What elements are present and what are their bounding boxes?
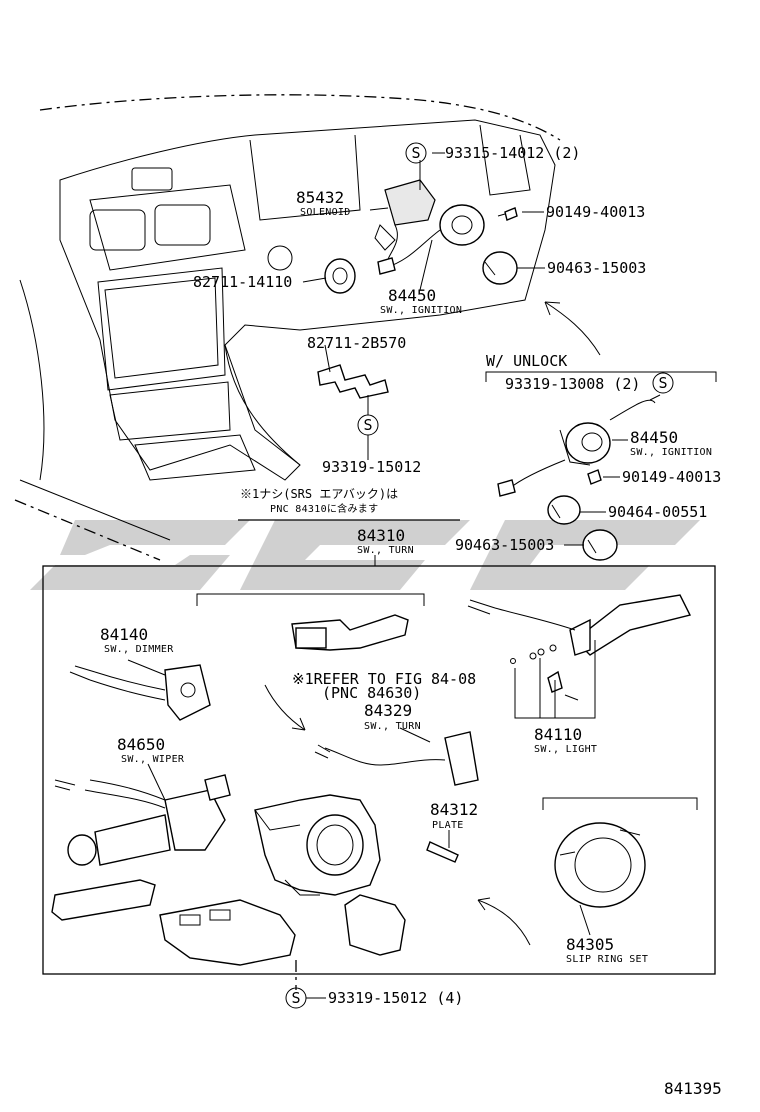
label-90463-top: 90463-15003: [547, 259, 646, 277]
unlock-group: [485, 371, 717, 561]
svg-text:S: S: [291, 989, 300, 1007]
plate-84312-part: [426, 830, 459, 863]
screw-90149-top: [497, 207, 518, 221]
refer-pnc: (PNC 84630): [322, 684, 421, 702]
label-84329-desc: SW., TURN: [364, 721, 421, 732]
label-84450-unlock-desc: SW., IGNITION: [630, 447, 712, 458]
label-85432-desc: SOLENOID: [300, 207, 351, 218]
label-84650: 84650: [117, 735, 165, 754]
wiper-switch-part: [54, 763, 231, 866]
label-84110-desc: SW., LIGHT: [534, 744, 597, 755]
arrow-right: [477, 897, 531, 946]
label-82711-2b570: 82711-2B570: [307, 334, 406, 352]
jp-note-line1: ※1ナシ(SRS エアバック)は: [240, 487, 398, 501]
top-leaders: [302, 152, 545, 460]
screw-symbol-93319-unlock: S: [652, 372, 674, 394]
connector-part: [51, 879, 156, 921]
arrow-unlock: [544, 301, 601, 356]
jp-note-line2: PNC 84310に含みます: [270, 502, 378, 515]
label-90149-top: 90149-40013: [546, 203, 645, 221]
bracket-small-part: [344, 894, 406, 956]
svg-text:S: S: [658, 374, 667, 392]
bracket-refer: [196, 593, 425, 606]
label-84450-top-desc: SW., IGNITION: [380, 305, 462, 316]
turn-switch-box: [42, 565, 716, 975]
label-84312-desc: PLATE: [432, 820, 464, 831]
ring-part-90463-top: [482, 251, 518, 285]
ignition-switch-part: [377, 204, 485, 275]
label-84310: 84310: [357, 526, 405, 545]
arrow-left: [264, 684, 306, 731]
label-85432: 85432: [296, 188, 344, 207]
label-84310-desc: SW., TURN: [357, 545, 414, 556]
bracket-82711-2b570: [317, 364, 389, 399]
label-93319-bottom: 93319-15012 (4): [328, 989, 463, 1007]
screw-symbol-93315: S: [405, 142, 427, 164]
label-90149-unlock: 90149-40013: [622, 468, 721, 486]
dashboard-illustration: [14, 94, 561, 561]
label-84450-top: 84450: [388, 286, 436, 305]
label-84305-desc: SLIP RING SET: [566, 954, 648, 965]
label-84140-desc: SW., DIMMER: [104, 644, 174, 655]
combination-housing-part: [254, 794, 381, 896]
svg-text:S: S: [411, 144, 420, 162]
label-unlock-header: W/ UNLOCK: [486, 352, 567, 370]
screw-symbol-93319-bottom: S: [285, 987, 326, 1009]
label-93319-13008: 93319-13008 (2): [505, 375, 640, 393]
watermark-logo: [30, 520, 700, 590]
lower-housing-part: [159, 899, 296, 966]
ignition-switch-unlock: [497, 399, 656, 497]
figure-number: 841395: [664, 1079, 722, 1098]
label-84329: 84329: [364, 701, 412, 720]
label-84312: 84312: [430, 800, 478, 819]
label-84650-desc: SW., WIPER: [121, 754, 185, 765]
screw-symbol-93319-15012: S: [357, 414, 379, 436]
label-84450-unlock: 84450: [630, 428, 678, 447]
label-93315: 93315-14012 (2): [445, 144, 580, 162]
label-90464: 90464-00551: [608, 503, 707, 521]
label-90463-unlock: 90463-15003: [455, 536, 554, 554]
label-82711-14110: 82711-14110: [193, 273, 292, 291]
svg-text:S: S: [363, 416, 372, 434]
turn-lever-part: [291, 614, 409, 651]
label-84305: 84305: [566, 935, 614, 954]
label-84140: 84140: [100, 625, 148, 644]
label-93319-15012: 93319-15012: [322, 458, 421, 476]
bracket-slip-ring: [542, 797, 698, 810]
light-switch-part: [467, 594, 692, 719]
label-84110: 84110: [534, 725, 582, 744]
turn-switch-84329: [314, 727, 479, 786]
slip-ring-part: [554, 822, 646, 908]
ring-part-82711: [324, 258, 356, 294]
dimmer-switch-part: [69, 659, 211, 721]
refer-note: ※1REFER TO FIG 84-08: [292, 670, 476, 688]
solenoid-part: [374, 179, 436, 266]
